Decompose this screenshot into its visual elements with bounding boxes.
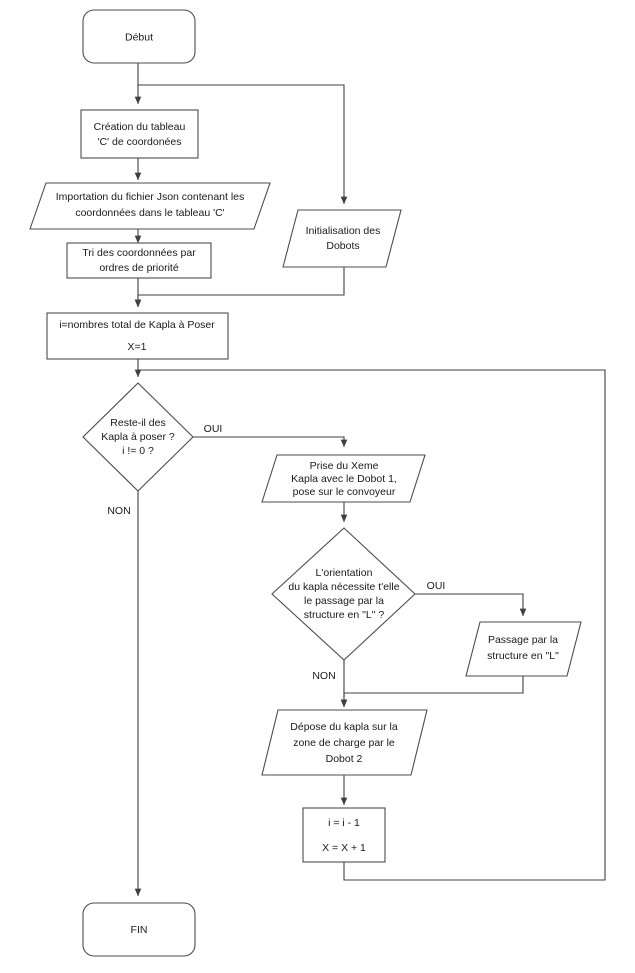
node-end[interactable]: FIN <box>82 902 196 957</box>
edge-label-reste-oui: OUI <box>204 423 223 435</box>
node-importation-json[interactable]: Importation du fichier Json contenant le… <box>29 182 271 230</box>
creation-tableau-line-1: Création du tableau <box>94 121 186 133</box>
depose-kapla-line-1: Dépose du kapla sur la <box>290 721 398 733</box>
node-maj-compteurs[interactable]: i = i - 1 X = X + 1 <box>302 807 386 863</box>
depose-kapla-line-2: zone de charge par le <box>293 737 395 749</box>
prise-kapla-shape <box>261 454 426 503</box>
decision-orientation-line-3: le passage par la <box>304 595 384 607</box>
importation-json-line-2: coordonnées dans le tableau 'C' <box>75 207 224 219</box>
node-decision-reste[interactable]: Reste-il des Kapla à poser ? i != 0 ? <box>82 382 194 492</box>
start-terminator-shape <box>82 9 196 64</box>
creation-tableau-line-2: 'C' de coordonées <box>98 136 182 148</box>
init-compteurs-shape <box>46 312 229 360</box>
decision-reste-shape <box>82 382 194 492</box>
end-label: FIN <box>131 924 148 936</box>
depose-kapla-line-3: Dobot 2 <box>326 753 363 765</box>
decision-reste-line-3: i != 0 ? <box>122 445 154 457</box>
creation-tableau-shape <box>80 109 199 159</box>
maj-compteurs-shape <box>302 807 386 863</box>
end-terminator-shape <box>82 902 196 957</box>
passage-structure-l-line-1: Passage par la <box>488 634 558 646</box>
node-depose-kapla[interactable]: Dépose du kapla sur la zone de charge pa… <box>261 709 428 776</box>
edge-orientation-oui-to-passage <box>415 593 527 617</box>
node-prise-kapla[interactable]: Prise du Xeme Kapla avec le Dobot 1, pos… <box>261 454 426 503</box>
node-tri-coordonnees[interactable]: Tri des coordonnées par ordres de priori… <box>66 242 212 279</box>
start-label: Début <box>125 31 153 43</box>
init-dobots-line-2: Dobots <box>326 240 359 252</box>
node-init-compteurs[interactable]: i=nombres total de Kapla à Poser X=1 <box>46 312 229 360</box>
prise-kapla-line-3: pose sur le convoyeur <box>293 486 396 498</box>
edge-start-to-init-dobots <box>138 84 348 205</box>
edge-passage-to-depose <box>340 676 524 708</box>
decision-orientation-shape <box>271 527 416 661</box>
edge-reste-oui-to-prise <box>193 436 348 448</box>
node-start[interactable]: Début <box>82 9 196 64</box>
prise-kapla-line-2: Kapla avec le Dobot 1, <box>291 473 397 485</box>
importation-json-line-1: Importation du fichier Json contenant le… <box>56 191 245 203</box>
node-creation-tableau[interactable]: Création du tableau 'C' de coordonées <box>80 109 199 159</box>
tri-coordonnees-shape <box>66 242 212 279</box>
importation-json-shape <box>29 182 271 230</box>
decision-reste-line-1: Reste-il des <box>110 417 165 429</box>
maj-compteurs-line-2: X = X + 1 <box>322 842 366 854</box>
decision-orientation-line-4: structure en "L" ? <box>304 609 385 621</box>
edge-loop-back-spine <box>138 369 606 881</box>
decision-reste-line-2: Kapla à poser ? <box>101 431 175 443</box>
edge-label-orientation-non: NON <box>312 670 335 682</box>
node-decision-orientation[interactable]: L'orientation du kapla nécessite t'elle … <box>271 527 416 661</box>
passage-structure-l-line-2: structure en "L" <box>487 650 559 662</box>
node-passage-structure-l[interactable]: Passage par la structure en "L" <box>465 621 582 677</box>
maj-compteurs-line-1: i = i - 1 <box>328 817 360 829</box>
tri-coordonnees-line-1: Tri des coordonnées par <box>82 247 196 259</box>
decision-orientation-line-2: du kapla nécessite t'elle <box>288 581 399 593</box>
tri-coordonnees-line-2: ordres de priorité <box>99 262 179 274</box>
edge-label-reste-non: NON <box>107 505 130 517</box>
passage-structure-l-shape <box>465 621 582 677</box>
edge-label-orientation-oui: OUI <box>427 580 446 592</box>
prise-kapla-line-1: Prise du Xeme <box>310 460 379 472</box>
init-compteurs-line-2: X=1 <box>128 341 147 353</box>
connector-layer <box>134 63 606 897</box>
node-init-dobots[interactable]: Initialisation des Dobots <box>282 209 402 268</box>
init-compteurs-line-1: i=nombres total de Kapla à Poser <box>59 319 215 331</box>
init-dobots-shape <box>282 209 402 268</box>
init-dobots-line-1: Initialisation des <box>306 225 381 237</box>
depose-kapla-shape <box>261 709 428 776</box>
decision-orientation-line-1: L'orientation <box>316 567 373 579</box>
